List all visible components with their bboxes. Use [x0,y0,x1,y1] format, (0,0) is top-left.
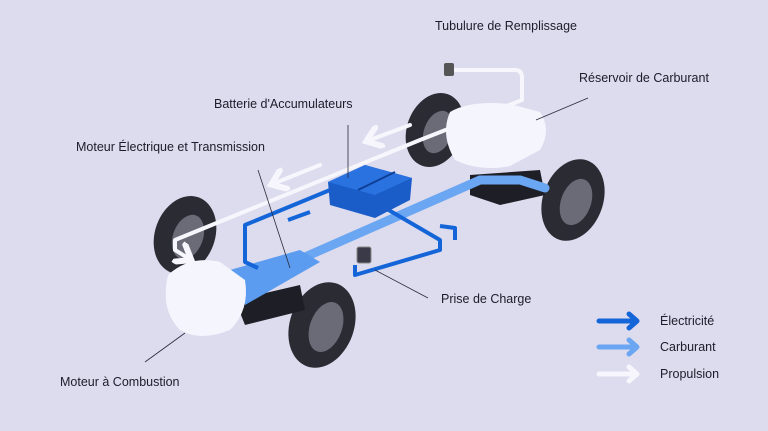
propulsion-flow [175,68,524,258]
legend-label: Propulsion [660,367,719,381]
label-charging-port: Prise de Charge [441,292,531,306]
front-right-wheel [288,282,356,368]
legend-electricity: Électricité [596,311,714,331]
label-fuel-tank: Réservoir de Carburant [579,71,709,85]
legend: Électricité Carburant Propulsion [596,311,719,384]
label-combustion-engine: Moteur à Combustion [60,375,180,389]
legend-label: Électricité [660,313,714,328]
legend-fuel: Carburant [596,337,716,357]
fuel-arrow-icon [596,337,640,357]
electricity-flow [243,188,457,277]
fuel-tank [446,103,546,168]
label-battery: Batterie d'Accumulateurs [214,97,353,111]
legend-label: Carburant [660,340,716,354]
rear-right-wheel [541,159,605,241]
filler-neck-cap [444,63,454,76]
charging-port [356,246,372,264]
legend-propulsion: Propulsion [596,364,719,384]
combustion-engine [165,260,246,336]
fuel-line [225,175,550,295]
propulsion-arrow-icon [596,364,640,384]
battery [328,165,412,218]
label-filler-neck: Tubulure de Remplissage [435,19,577,33]
electricity-arrow-icon [596,311,640,331]
label-electric-motor: Moteur Électrique et Transmission [76,139,265,154]
